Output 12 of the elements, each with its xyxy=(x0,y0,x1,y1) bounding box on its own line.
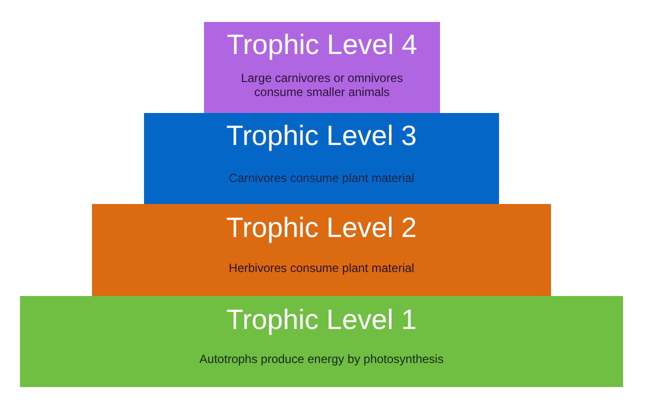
pyramid-tier xyxy=(92,204,551,296)
tier-title: Trophic Level 3 xyxy=(226,119,417,153)
tier-description: Autotrophs produce energy by photosynthesis xyxy=(198,352,445,366)
tier-description: Large carnivores or omnivores consume smaller animals xyxy=(240,71,404,99)
tier-title: Trophic Level 4 xyxy=(226,28,418,62)
pyramid-tier xyxy=(204,22,440,113)
tier-title: Trophic Level 2 xyxy=(226,211,417,245)
pyramid-tier xyxy=(20,296,623,387)
pyramid-tier xyxy=(144,113,499,204)
tier-title: Trophic Level 1 xyxy=(226,303,417,337)
tier-description: Carnivores consume plant material xyxy=(228,171,416,185)
tier-description: Herbivores consume plant material xyxy=(228,261,416,275)
